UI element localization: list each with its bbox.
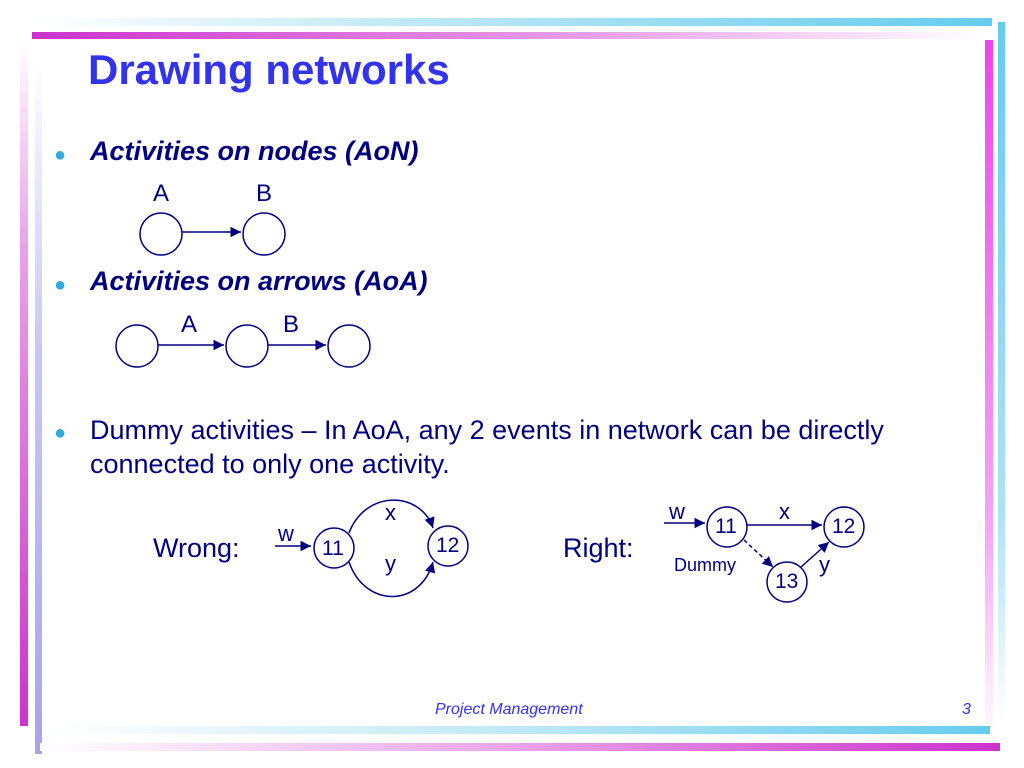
right-arrow-y — [800, 541, 830, 568]
aon-label-b: B — [256, 180, 273, 207]
right-node-12 — [823, 506, 865, 548]
right-arrow-dummy — [743, 539, 774, 568]
right-arrow-w-label: w — [669, 499, 685, 524]
aon-node-a — [139, 212, 183, 256]
slide-title: Drawing networks — [88, 46, 450, 93]
wrong-label: Wrong: — [153, 533, 240, 563]
decorative-bar-top-cyan — [32, 18, 992, 26]
wrong-arrow-x — [348, 499, 435, 534]
bullet-dummy-line1: Dummy activities – In AoA, any 2 events … — [90, 415, 884, 445]
wrong-arrow-w-label: w — [278, 521, 294, 546]
bullet-dummy-line2: connected to only one activity. — [90, 449, 450, 479]
right-node-13 — [766, 561, 808, 603]
aoa-label-a: A — [181, 311, 198, 338]
aon-label-a: A — [153, 180, 170, 207]
decorative-bar-bottom-cyan — [44, 726, 990, 734]
decorative-bar-left-lavender — [35, 60, 42, 754]
wrong-arrow-y — [348, 561, 436, 598]
right-arrow-y-label: y — [819, 552, 830, 577]
wrong-node-12-label: 12 — [436, 534, 460, 557]
aoa-node-3 — [327, 324, 371, 368]
footer-course: Project Management — [435, 701, 583, 718]
decorative-bar-left-magenta — [20, 40, 28, 726]
decorative-bar-top-magenta — [32, 32, 982, 39]
right-node-13-label: 13 — [775, 570, 799, 593]
wrong-arrow-x-label: x — [385, 500, 396, 525]
bullet-aoa: Activities on arrows (AoA) — [90, 266, 428, 296]
aoa-node-2 — [225, 324, 269, 368]
right-node-12-label: 12 — [832, 515, 856, 538]
right-arrow-x-label: x — [779, 499, 790, 524]
aoa-label-b: B — [283, 311, 300, 338]
wrong-node-12 — [427, 525, 469, 567]
bullet-dot-aoa: ● — [54, 274, 67, 296]
decorative-bar-right-magenta — [985, 40, 993, 740]
decorative-bar-bottom-magenta — [40, 743, 1000, 751]
wrong-node-11-label: 11 — [322, 537, 344, 560]
bullet-dot-aon: ● — [54, 144, 67, 166]
right-dummy-label: Dummy — [674, 555, 736, 575]
wrong-arrow-y-label: y — [385, 551, 396, 576]
bullet-aon: Activities on nodes (AoN) — [90, 136, 419, 166]
aoa-node-1 — [115, 324, 159, 368]
footer-page-number: 3 — [962, 701, 971, 718]
right-node-11 — [706, 506, 748, 548]
wrong-node-11 — [313, 527, 355, 569]
decorative-bar-right-cyan — [998, 22, 1005, 722]
right-label: Right: — [563, 533, 634, 563]
right-node-11-label: 11 — [715, 515, 737, 538]
bullet-dot-dummy: ● — [54, 422, 67, 444]
aon-node-b — [242, 212, 286, 256]
